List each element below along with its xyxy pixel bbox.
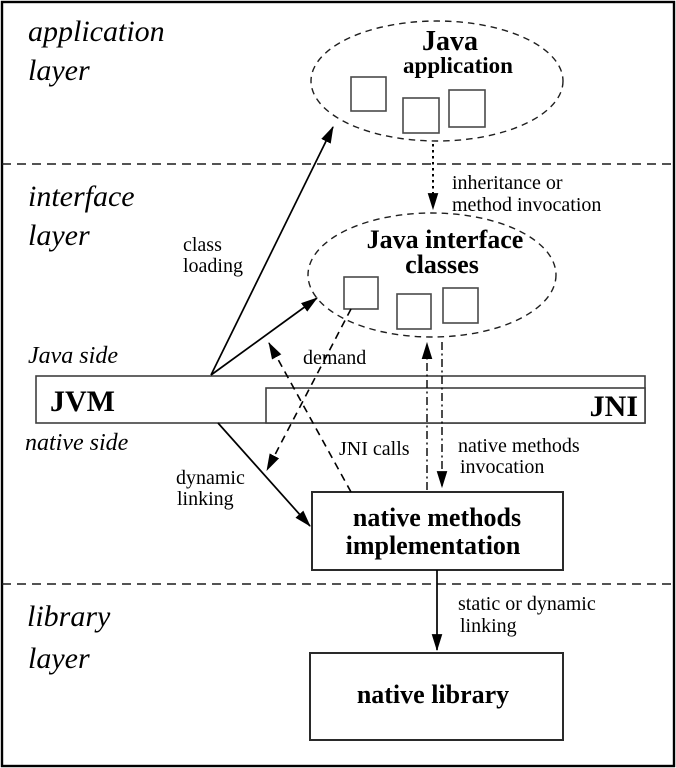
dynamic-linking-label-line1: dynamic [176, 467, 245, 489]
jvm-to-interface-classes-arrow [210, 297, 318, 376]
demand-arrow [266, 308, 352, 471]
jni-label: JNI [590, 390, 638, 423]
native-methods-implementation-box [311, 491, 564, 571]
interface-class-square-3 [442, 287, 479, 324]
java-interface-classes-subtitle: classes [405, 250, 479, 279]
library-layer-label-line1: library [27, 600, 111, 633]
native-library-label: native library [357, 680, 509, 709]
native-methods-implementation-line2: implementation [346, 531, 521, 560]
static-or-dynamic-linking-label-line2: linking [460, 615, 517, 637]
native-methods-invocation-label-line2: invocation [460, 456, 544, 478]
application-class-square-3 [448, 89, 486, 128]
class-loading-label-line1: class [183, 234, 222, 256]
java-interface-classes-title: Java interface [367, 225, 524, 254]
application-class-square-2 [402, 97, 440, 134]
class-loading-label-line2: loading [183, 255, 243, 277]
application-layer-label-line1: application [28, 15, 165, 48]
library-layer-label-line2: layer [28, 642, 90, 675]
dynamic-linking-label-line2: linking [177, 488, 234, 510]
interface-class-square-1 [343, 276, 379, 310]
jni-calls-arrow [268, 342, 352, 493]
interface-layer-label-line1: interface [28, 180, 135, 213]
application-class-square-1 [350, 76, 387, 112]
dynamic-linking-arrow [217, 422, 311, 527]
demand-label: demand [303, 347, 366, 369]
java-side-label: Java side [28, 343, 118, 369]
native-side-label: native side [25, 430, 129, 456]
class-loading-arrow [210, 126, 334, 376]
interface-class-square-2 [396, 293, 432, 330]
java-application-subtitle: application [403, 53, 513, 78]
application-layer-label-line2: layer [28, 54, 90, 87]
native-methods-invocation-label-line1: native methods [458, 435, 580, 457]
inheritance-label-line1: inheritance or [452, 172, 563, 194]
jvm-label: JVM [50, 385, 115, 418]
inheritance-label-line2: method invocation [452, 194, 601, 216]
jni-bar [265, 387, 646, 424]
native-library-box [309, 652, 564, 741]
interface-layer-label-line2: layer [28, 219, 90, 252]
native-methods-implementation-line1: native methods [353, 503, 521, 532]
java-application-title: Java [422, 26, 478, 57]
static-or-dynamic-linking-label-line1: static or dynamic [458, 593, 596, 615]
jni-calls-label: JNI calls [339, 438, 410, 460]
